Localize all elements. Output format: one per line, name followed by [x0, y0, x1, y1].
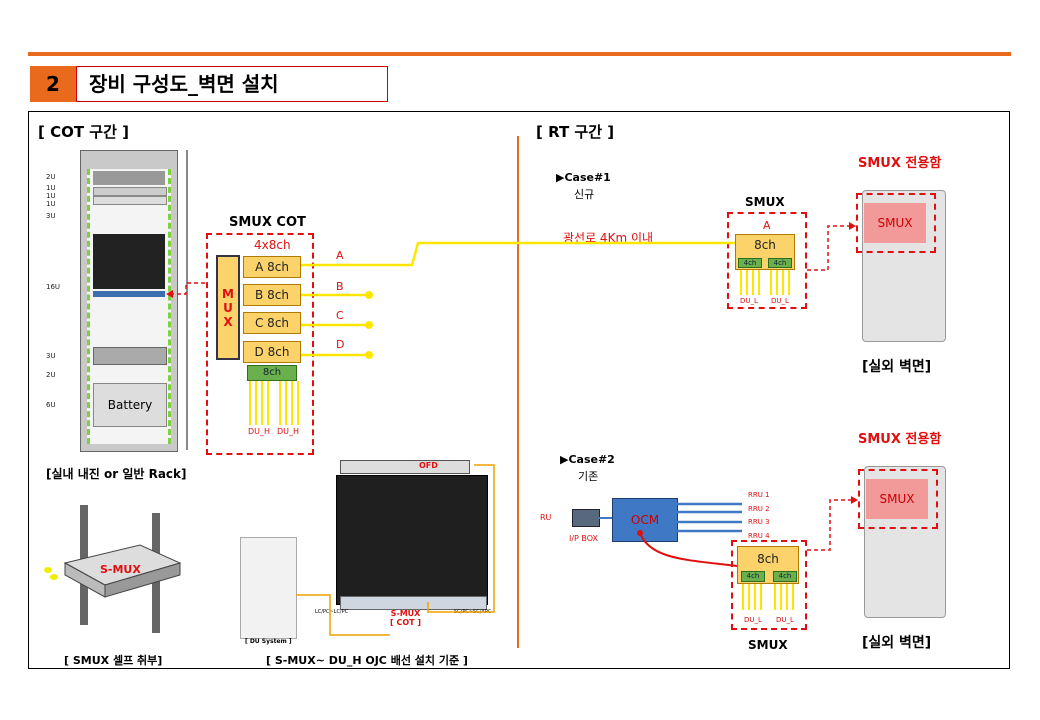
du-system-label: [ DU System ]	[245, 638, 292, 645]
diagram-frame	[28, 111, 1010, 669]
ocm-box: OCM	[612, 498, 678, 542]
shelf-caption: [ SMUX 셀프 취부]	[64, 654, 163, 667]
mux-letter: X	[223, 315, 233, 329]
mux-letter: M	[222, 287, 234, 301]
ip-box	[572, 509, 600, 527]
smux-case2-box	[731, 540, 807, 630]
smux-title: SMUX	[745, 195, 785, 209]
enclosure-title: SMUX 전용함	[858, 156, 942, 171]
sub-port-4ch: 4ch	[738, 258, 762, 268]
du-h-label: DU_H	[277, 427, 300, 436]
sub-port-4ch: 4ch	[741, 571, 765, 582]
enclosure-title-2: SMUX 전용함	[858, 432, 942, 447]
rru-label: RRU 1	[748, 491, 770, 499]
port-b: B 8ch	[243, 284, 301, 306]
bottom-port: 8ch	[247, 365, 297, 381]
line-label-a: A	[336, 249, 344, 262]
smux-cot-label: S-MUX [ COT ]	[390, 609, 422, 627]
section-divider	[517, 136, 519, 648]
ip-box-label: I/P BOX	[569, 534, 599, 543]
du-l-label: DU_L	[744, 616, 762, 624]
rack-unit-label: 2U	[46, 371, 56, 379]
enclosure-smux: SMUX	[864, 203, 926, 243]
case2-subtitle: 기존	[578, 470, 599, 483]
port-d: D 8ch	[243, 341, 301, 363]
port-c: C 8ch	[243, 312, 301, 334]
mux-block: M U X	[216, 255, 240, 360]
smux-port-a: A	[763, 219, 771, 232]
sub-port-4ch: 4ch	[773, 571, 797, 582]
battery-unit: Battery	[93, 383, 167, 427]
shelf-smux-label: S-MUX	[100, 563, 141, 576]
connector-left-label: LC/PC~LC/PC	[315, 609, 349, 615]
case1-subtitle: 신규	[574, 188, 595, 201]
case1-title: ▶Case#1	[556, 171, 611, 184]
rt-header: [ RT 구간 ]	[536, 123, 615, 141]
du-system	[240, 537, 297, 639]
smux-cot-title: SMUX COT	[229, 215, 306, 230]
du-l-label: DU_L	[776, 616, 794, 624]
rack-frame: Battery	[80, 150, 178, 452]
mux-channels: 4x8ch	[254, 238, 291, 252]
mux-letter: U	[223, 301, 233, 315]
ru-label: RU	[540, 513, 552, 522]
rack-unit-label: 3U	[46, 352, 56, 360]
smux-shelf-illustration	[40, 505, 185, 635]
page-title: 장비 구성도_벽면 설치	[76, 66, 388, 102]
smux-cot-box	[206, 233, 314, 455]
rru-list: RRU 1 RRU 2 RRU 3 RRU 4	[748, 489, 770, 543]
outdoor-label-2: [실외 벽면]	[862, 635, 932, 651]
cot-header: [ COT 구간 ]	[38, 123, 129, 141]
rack-caption: [실내 내진 or 일반 Rack]	[46, 467, 187, 481]
header-rule	[28, 52, 1011, 56]
rack-unit-label: 1U	[46, 192, 56, 200]
rack-unit-2u	[93, 171, 165, 185]
smux-8ch: 8ch	[735, 234, 795, 270]
rack-unit-label: 16U	[46, 283, 61, 291]
line-label-c: C	[336, 309, 344, 322]
sub-port-4ch: 4ch	[768, 258, 792, 268]
du-l-label: DU_L	[740, 297, 758, 305]
line-label-b: B	[336, 280, 344, 293]
outdoor-label: [실외 벽면]	[862, 359, 932, 375]
smux-cot-shelf	[340, 596, 487, 610]
rack-unit-label: 6U	[46, 401, 56, 409]
enclosure-smux-2: SMUX	[866, 479, 928, 519]
rack-equipment	[93, 234, 165, 289]
line-label-d: D	[336, 338, 345, 351]
du-h-label: DU_H	[248, 427, 271, 436]
connector-right-label: SC/PC~SC/APC	[454, 609, 492, 615]
rack-unit-label: 1U	[46, 184, 56, 192]
rru-label: RRU 4	[748, 531, 770, 540]
fiber-distance-label: 광선로 4Km 이내	[563, 231, 654, 245]
rru-label: RRU 2	[748, 504, 770, 513]
ofd-label: OFD	[419, 461, 438, 470]
rru-label: RRU 3	[748, 518, 770, 526]
case2-title: ▶Case#2	[560, 453, 615, 466]
ojc-caption: [ S-MUX~ DU_H OJC 배선 설치 기준 ]	[266, 654, 468, 667]
cot-equipment	[336, 475, 488, 605]
du-l-label: DU_L	[771, 297, 789, 305]
rack-unit-label: 1U	[46, 200, 56, 208]
enclosure-smux-box: SMUX	[856, 193, 936, 253]
smux-case2-title: SMUX	[748, 638, 788, 652]
rack-unit-label: 3U	[46, 212, 56, 220]
rack-height-line	[186, 150, 188, 450]
rack-unit-label: 2U	[46, 173, 56, 181]
section-number: 2	[30, 66, 76, 102]
ofd-panel: OFD	[340, 460, 470, 474]
enclosure-smux-box-2: SMUX	[858, 469, 938, 529]
port-a: A 8ch	[243, 256, 301, 278]
